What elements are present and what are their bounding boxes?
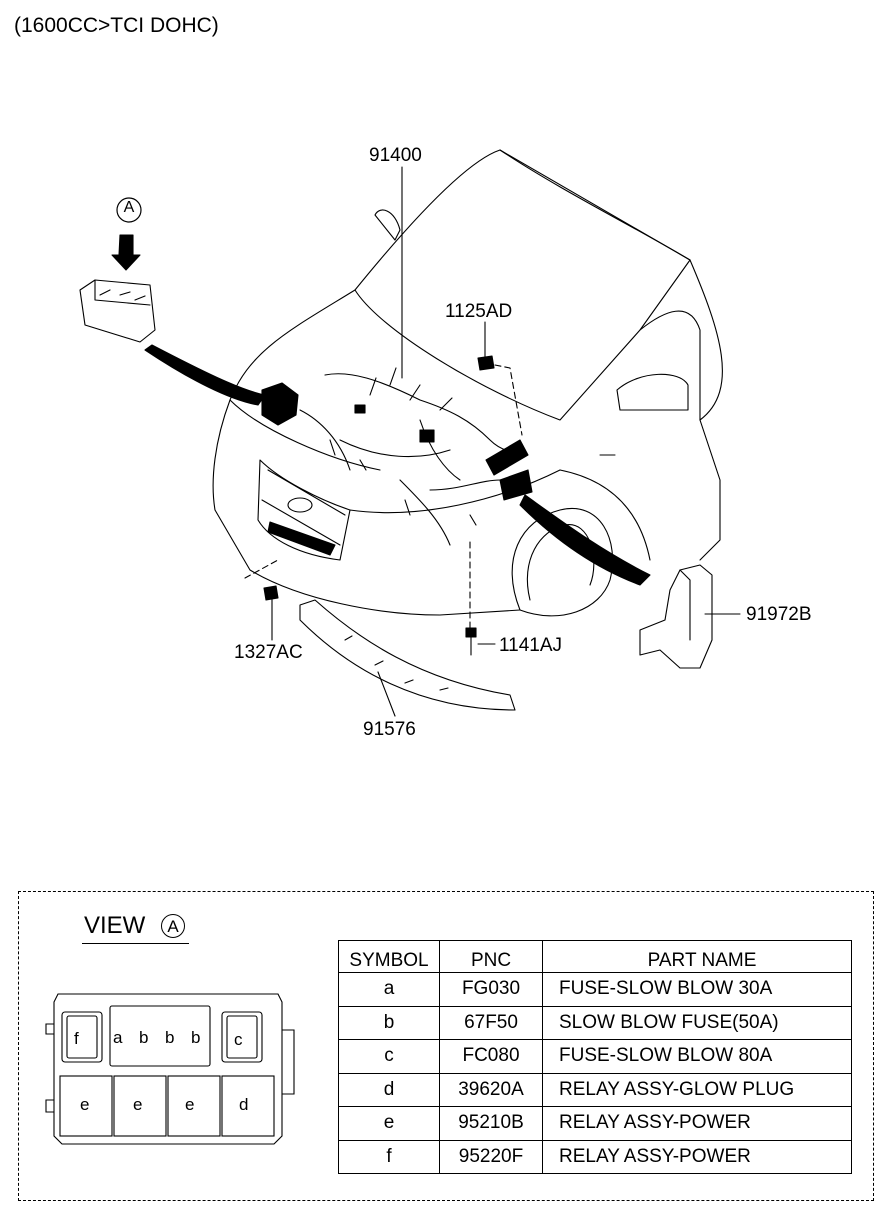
cell-pnc: 95220F [439,1139,543,1174]
callout-91400: 91400 [369,145,422,166]
slot-e: e [133,1095,143,1114]
view-marker-circle [116,197,142,223]
view-a-panel [18,891,874,1201]
cell-part-name: FUSE-SLOW BLOW 80A [542,1039,852,1074]
table-row: a FG030 FUSE-SLOW BLOW 30A [338,972,852,1007]
cell-symbol: e [338,1106,440,1141]
callout-91972b: 91972B [746,604,812,625]
cell-part-name: SLOW BLOW FUSE(50A) [542,1005,852,1040]
cell-symbol: a [338,972,440,1007]
cell-pnc: 95210B [439,1106,543,1141]
slot-c: c [234,1030,243,1049]
slot-e: e [185,1095,195,1114]
slot-e: e [80,1095,90,1114]
table-row: b 67F50 SLOW BLOW FUSE(50A) [338,1005,852,1040]
cell-pnc: FG030 [439,972,543,1007]
fuse-box-top-view [45,993,295,1145]
slot-d: d [239,1095,249,1114]
bracket-91972b [639,564,713,669]
slot-f: f [74,1029,79,1048]
engine-variant-header: (1600CC>TCI DOHC) [14,14,219,37]
leader-lines [244,166,741,717]
callout-1141aj: 1141AJ [499,635,563,656]
header-symbol: SYMBOL [338,940,440,973]
view-title-circle: A [161,914,185,938]
bolt-icons [263,355,495,656]
table-header-row: SYMBOL PNC PART NAME [338,940,852,973]
cell-symbol: c [338,1039,440,1074]
cell-part-name: RELAY ASSY-POWER [542,1106,852,1141]
cell-pnc: 67F50 [439,1005,543,1040]
fuse-box-assembly [79,234,299,426]
cell-part-name: FUSE-SLOW BLOW 30A [542,972,852,1007]
table-row: e 95210B RELAY ASSY-POWER [338,1106,852,1141]
table-row: d 39620A RELAY ASSY-GLOW PLUG [338,1072,852,1107]
slot-b: b [139,1028,149,1047]
slot-a: a [113,1028,123,1047]
header-part-name: PART NAME [542,940,852,973]
vehicle-outline [212,149,723,617]
callout-1125ad: 1125AD [445,301,513,322]
slot-b: b [191,1028,201,1047]
cell-part-name: RELAY ASSY-GLOW PLUG [542,1072,852,1107]
parts-diagram-illustration [79,149,741,717]
cell-part-name: RELAY ASSY-POWER [542,1139,852,1174]
view-title: VIEW [84,912,146,939]
table-row: f 95220F RELAY ASSY-POWER [338,1139,852,1174]
cell-symbol: d [338,1072,440,1107]
cell-pnc: 39620A [439,1072,543,1107]
cell-symbol: f [338,1139,440,1174]
cell-pnc: FC080 [439,1039,543,1074]
slot-b: b [165,1028,175,1047]
parts-table: SYMBOL PNC PART NAME a FG030 FUSE-SLOW B… [338,940,852,1174]
wiring-harness [267,367,651,586]
header-pnc: PNC [439,940,543,973]
view-title-underline [82,943,189,945]
table-row: c FC080 FUSE-SLOW BLOW 80A [338,1039,852,1074]
callout-91576: 91576 [363,719,416,740]
cell-symbol: b [338,1005,440,1040]
protector-91576 [299,599,516,711]
view-marker-letter: A [123,199,135,216]
callout-1327ac: 1327AC [234,642,303,663]
